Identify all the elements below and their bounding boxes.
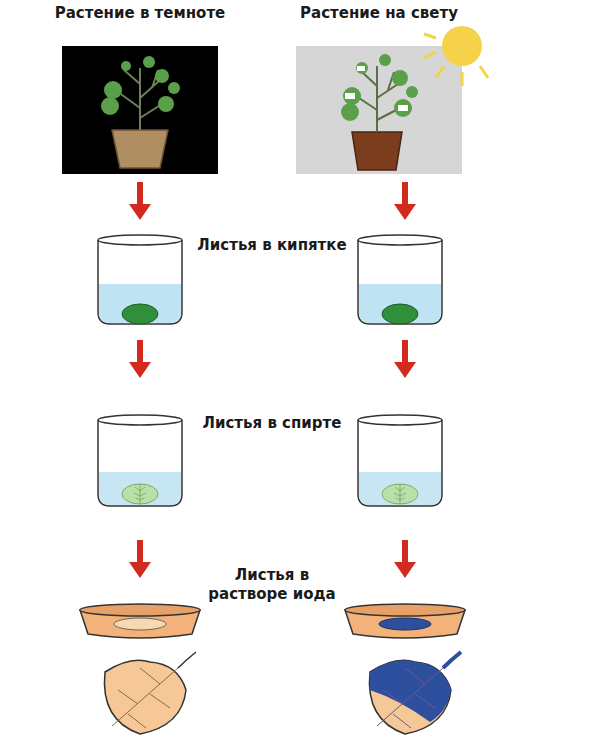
step-label: Листья в растворе иода	[202, 566, 342, 604]
leaf-result-light	[369, 652, 461, 734]
plant-in-light	[296, 26, 488, 174]
panel-heading: Растение в темноте	[50, 4, 230, 23]
iodine-dish	[80, 604, 465, 638]
beaker-boiling-water	[98, 235, 442, 324]
panel-heading: Растение на свету	[289, 4, 469, 23]
step-label: Листья в кипятке	[197, 236, 347, 255]
beaker-alcohol	[98, 415, 442, 506]
step-label: Листья в спирте	[197, 414, 347, 433]
leaf-result-dark	[104, 652, 196, 734]
plant-in-dark	[62, 46, 218, 174]
